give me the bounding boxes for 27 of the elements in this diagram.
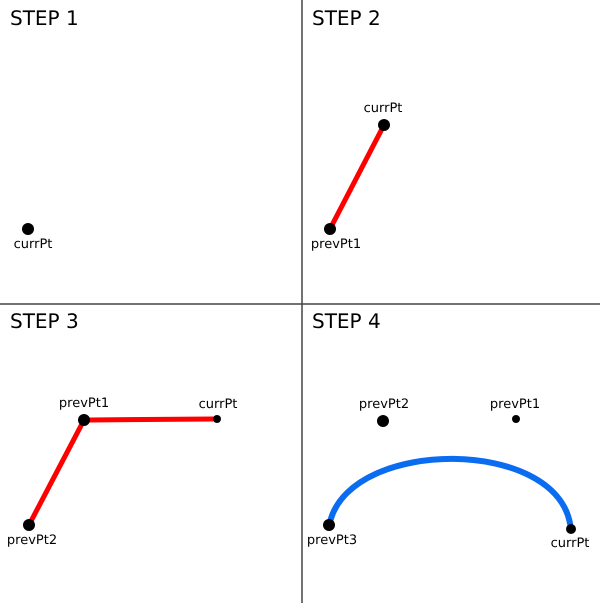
point-dot: [213, 415, 221, 423]
point-dot: [378, 119, 390, 131]
point-label: prevPt1: [310, 237, 362, 252]
point-label: prevPt1: [58, 396, 110, 411]
point-label: prevPt2: [358, 397, 410, 412]
point-dot: [324, 223, 336, 235]
line-stroke: [330, 128, 384, 226]
point-label: currPt: [198, 397, 238, 412]
line-stroke: [29, 422, 84, 522]
point-label: currPt: [550, 536, 590, 551]
step-heading: STEP 3: [10, 309, 79, 333]
point-label: currPt: [364, 101, 402, 116]
point-dot: [323, 519, 335, 531]
point-label: prevPt1: [490, 397, 540, 412]
point-dot: [512, 415, 520, 423]
point-label: prevPt2: [6, 533, 58, 548]
point-dot: [78, 414, 90, 426]
step-heading: STEP 1: [10, 6, 79, 30]
point-dot: [23, 519, 35, 531]
point-dot: [566, 524, 576, 534]
point-dot: [22, 223, 34, 235]
point-dot: [377, 415, 389, 427]
step-heading: STEP 2: [312, 6, 381, 30]
step-heading: STEP 4: [312, 309, 381, 333]
point-label: prevPt3: [306, 533, 358, 548]
curve-stroke: [328, 456, 574, 528]
point-label: currPt: [14, 237, 52, 252]
